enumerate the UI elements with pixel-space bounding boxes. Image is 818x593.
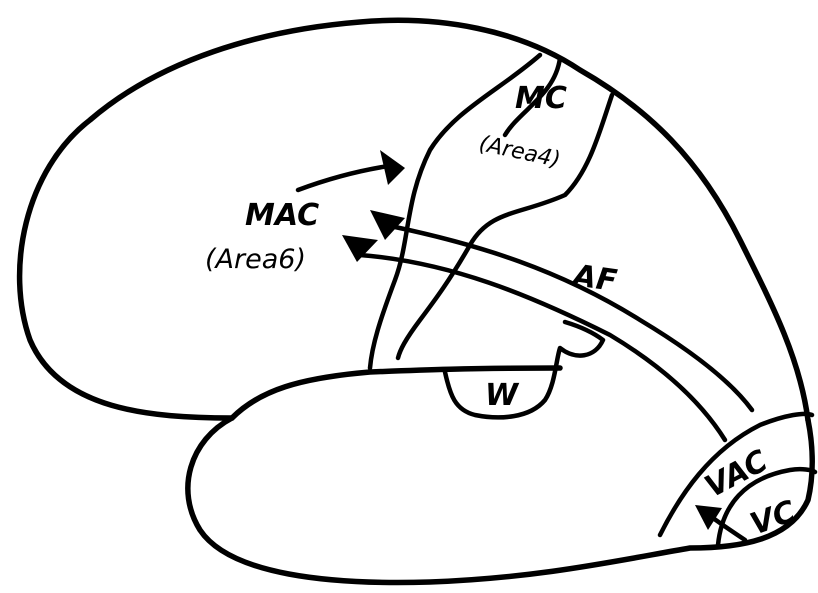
arcuate-fasciculus-lower xyxy=(360,255,725,440)
mac-to-mc-arrow-shaft xyxy=(298,165,395,190)
label-vc: VC xyxy=(746,494,800,542)
label-mac: MAC xyxy=(245,198,319,233)
vc-to-vac-arrowhead xyxy=(695,505,722,530)
label-area6: (Area6) xyxy=(205,244,306,275)
label-af: AF xyxy=(569,258,620,299)
brain-upper-outline xyxy=(20,20,808,420)
arrowhead-upper xyxy=(370,210,405,240)
label-area4: (Area4) xyxy=(477,131,563,173)
label-w: W xyxy=(485,378,520,413)
label-mc: MC xyxy=(515,81,567,116)
